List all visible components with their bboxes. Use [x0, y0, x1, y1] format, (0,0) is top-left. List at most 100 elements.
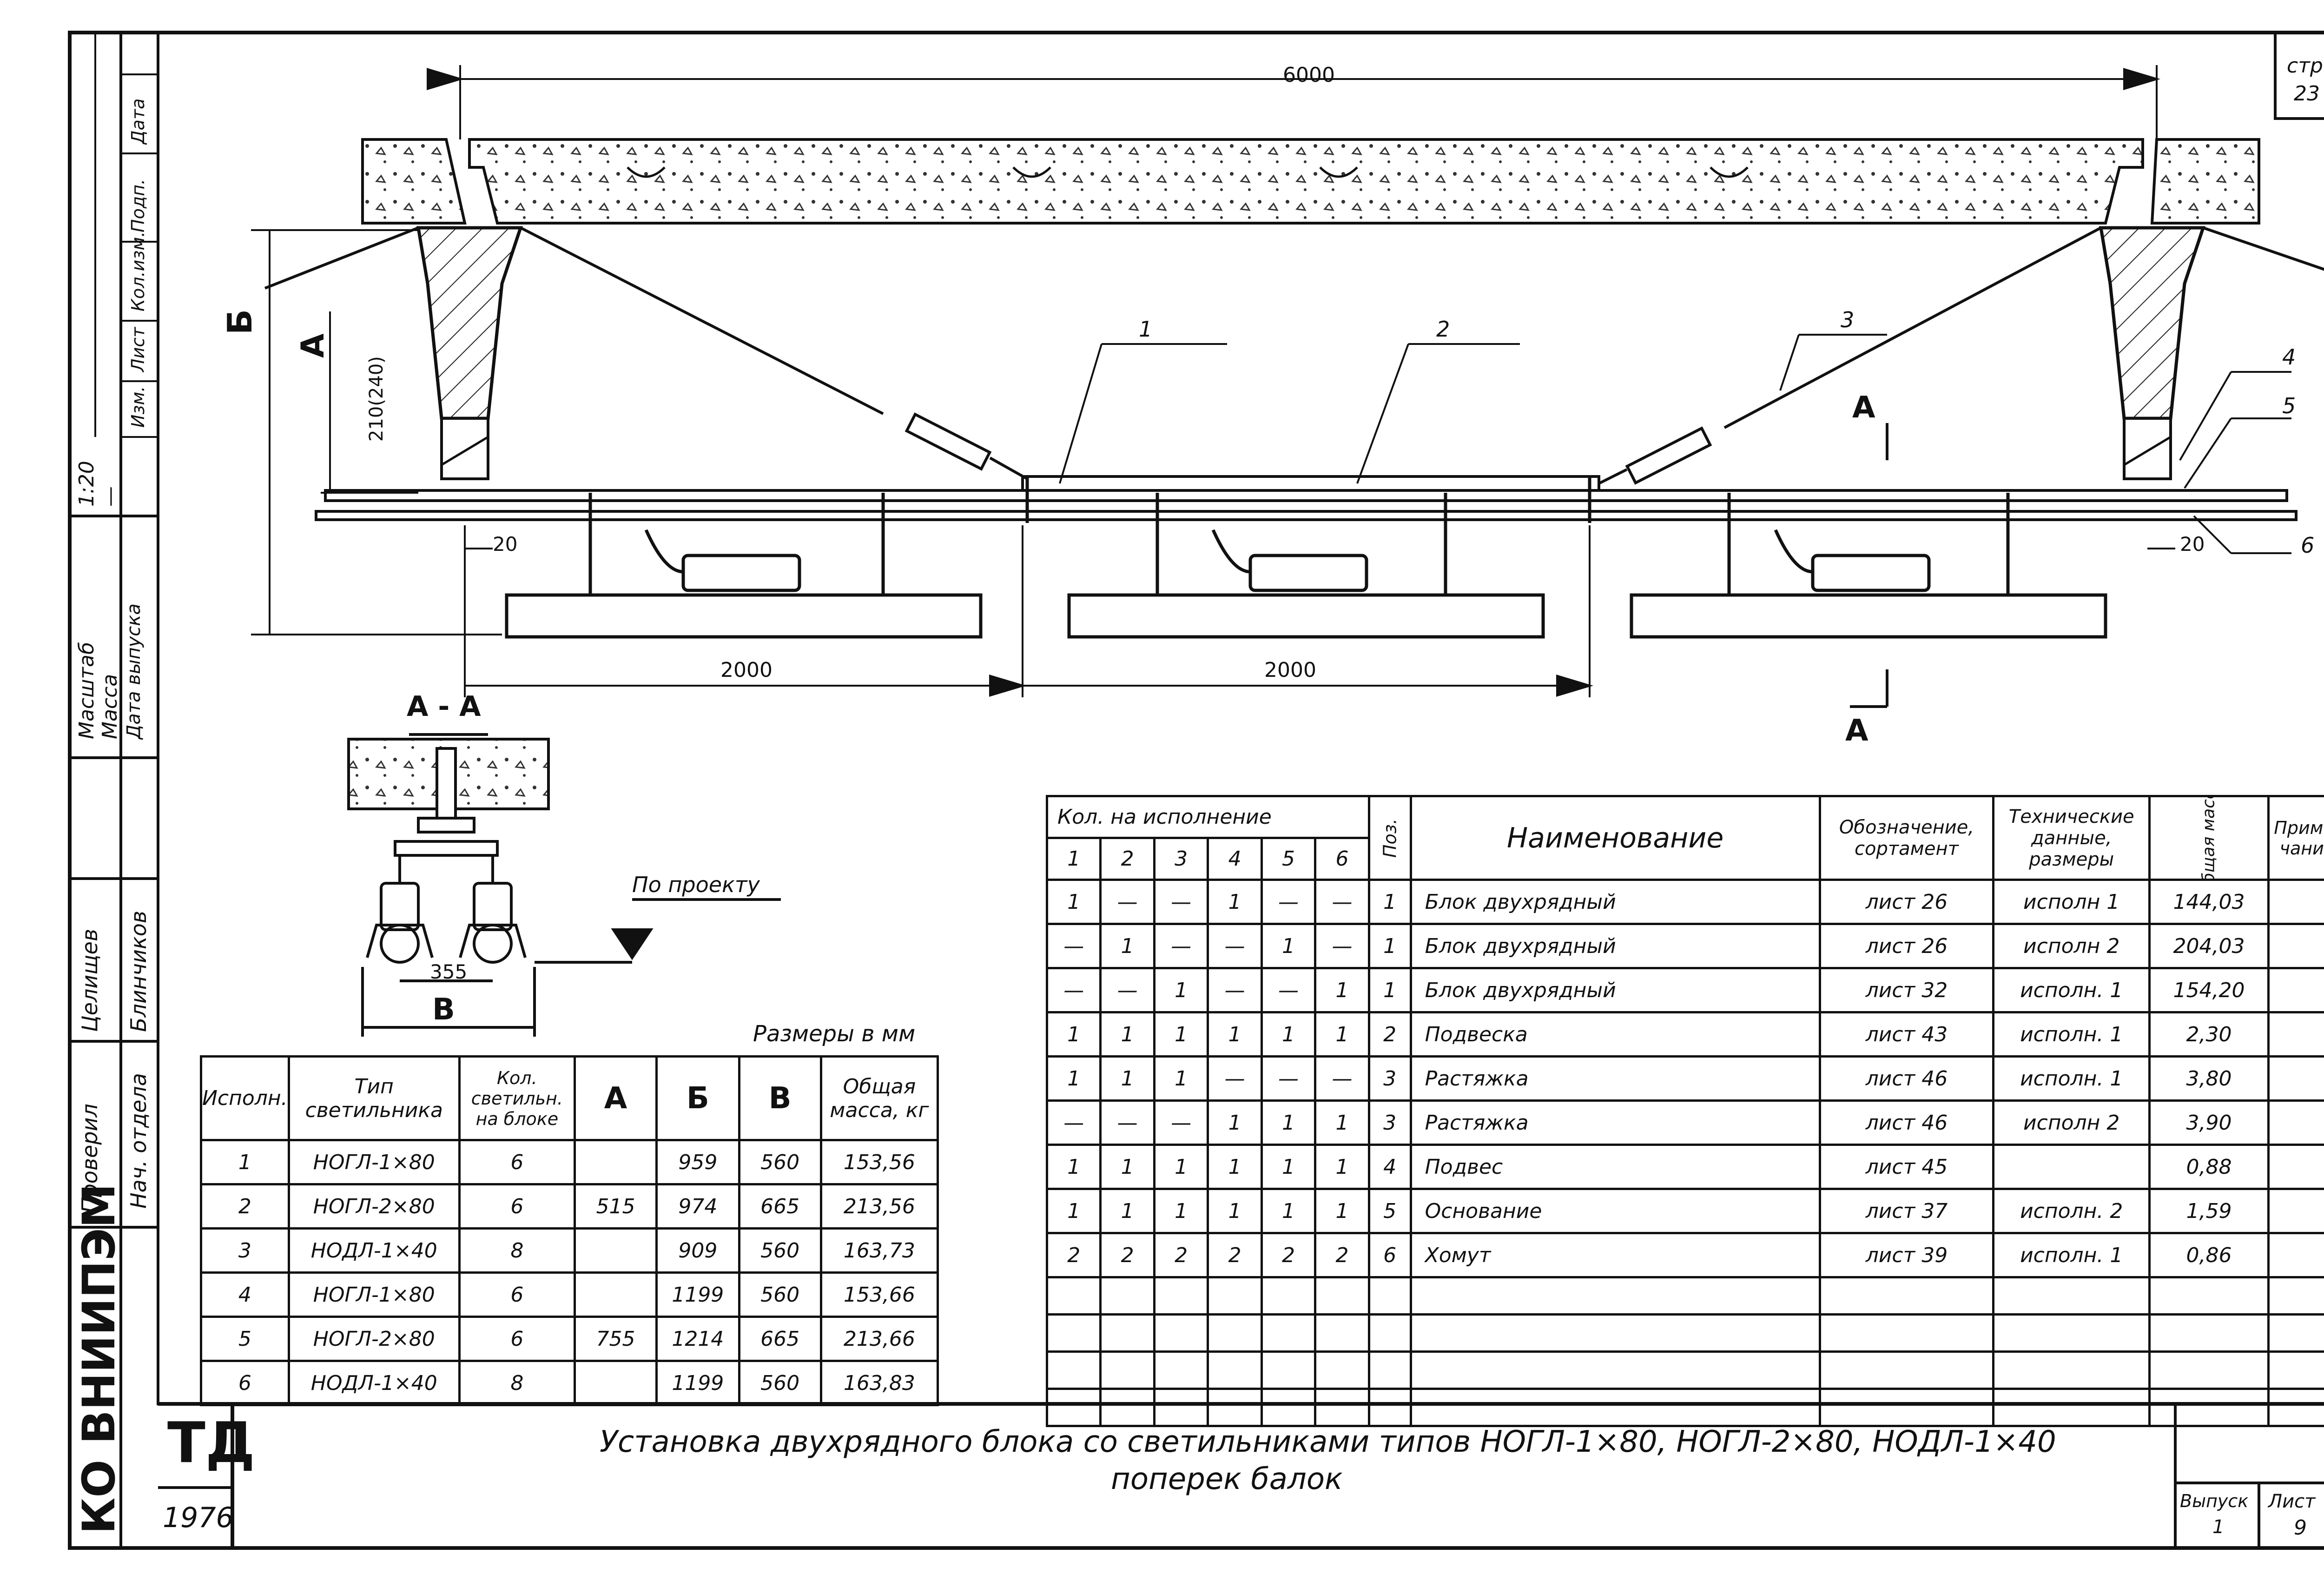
page-label: стр. [2287, 54, 2324, 78]
variant-cell: 6 [458, 1316, 576, 1362]
spec-header-mass: Общая масса [2148, 795, 2270, 881]
spec-blank-cell [1818, 1313, 1995, 1353]
spec-blank-row [1045, 1388, 2324, 1427]
spec-qty-cell: 1 [1099, 1188, 1155, 1234]
spec-qty-col-2: 2 [1099, 837, 1155, 881]
spec-pos-cell: 4 [1367, 1144, 1412, 1190]
spec-mass-cell: 144,03 [2148, 879, 2270, 925]
beam-right [2099, 226, 2205, 480]
spec-blank-cell [1099, 1313, 1155, 1353]
series-code: ТД [167, 1411, 255, 1475]
callout-3: 3 [1841, 307, 1855, 332]
spec-designation-cell: лист 45 [1818, 1144, 1995, 1190]
variant-cell: 665 [738, 1183, 822, 1230]
variant-cell: 560 [738, 1271, 822, 1318]
spec-qty-cell: 2 [1260, 1232, 1317, 1278]
spec-qty-cell: 1 [1314, 1011, 1370, 1058]
section-dimension-355: 355 [430, 960, 468, 983]
spec-blank-cell [1153, 1276, 1209, 1316]
spec-tech-cell [1992, 1144, 2151, 1190]
section-arrow-bottom: А [1845, 714, 1868, 748]
spec-header-pos-text: Поз. [1380, 818, 1400, 858]
variant-cell: НОГЛ-1×80 [287, 1139, 461, 1185]
dimension-2000-left: 2000 [720, 658, 772, 682]
variants-header-mass: Общая масса, кг [819, 1055, 939, 1141]
callout-1: 1 [1139, 317, 1153, 342]
spec-designation-cell: лист 37 [1818, 1188, 1995, 1234]
spec-header-designation: Обозначение, сортамент [1818, 795, 1995, 881]
spec-qty-cell: — [1099, 879, 1155, 925]
spec-qty-cell: 1 [1207, 1144, 1263, 1190]
spec-qty-cell: 1 [1260, 1011, 1317, 1058]
variant-cell: НОДЛ-1×40 [287, 1360, 461, 1406]
spec-pos-cell: 1 [1367, 923, 1412, 969]
dimension-gap-left: 20 [493, 533, 518, 556]
rev-header-sheet: Лист [128, 327, 148, 372]
spec-qty-col-1: 1 [1045, 837, 1102, 881]
variants-header-b: Б [655, 1055, 740, 1141]
variant-cell: 3 [200, 1227, 290, 1274]
spec-qty-cell: 1 [1099, 1011, 1155, 1058]
spec-blank-cell [1260, 1313, 1317, 1353]
page-number: 23 [2294, 82, 2320, 106]
variant-cell: НОДЛ-1×40 [287, 1227, 461, 1274]
spec-blank-cell [1367, 1388, 1412, 1427]
spec-qty-cell: — [1045, 967, 1102, 1013]
spec-blank-cell [1045, 1276, 1102, 1316]
issue-value: 1 [2212, 1516, 2225, 1538]
scale-label: Масштаб [75, 642, 99, 739]
spec-pos-cell: 1 [1367, 967, 1412, 1013]
year: 1976 [163, 1502, 234, 1534]
spec-header-name: Наименование [1409, 795, 1821, 881]
spec-qty-cell: 1 [1314, 967, 1370, 1013]
spec-qty-cell: — [1314, 923, 1370, 969]
variant-cell: 6 [458, 1271, 576, 1318]
specification-table: Кол. на исполнение Поз. Наименование Обо… [1045, 795, 2324, 1427]
scale-value: 1:20 [75, 461, 99, 507]
spec-name-cell: Подвеска [1409, 1011, 1821, 1058]
spec-blank-cell [1367, 1276, 1412, 1316]
spec-blank-cell [1314, 1313, 1370, 1353]
spec-blank-cell [1818, 1276, 1995, 1316]
spec-blank-cell [1045, 1350, 1102, 1390]
spec-designation-cell: лист 43 [1818, 1011, 1995, 1058]
spec-mass-cell: 0,86 [2148, 1232, 2270, 1278]
spec-qty-cell: 1 [1207, 1011, 1263, 1058]
spec-note-cell [2267, 1011, 2324, 1058]
spec-tech-cell: исполн. 1 [1992, 1232, 2151, 1278]
spec-tech-cell: исполн 2 [1992, 1099, 2151, 1146]
variant-cell: 1199 [655, 1360, 740, 1406]
spec-blank-cell [1045, 1313, 1102, 1353]
spec-qty-cell: — [1260, 1055, 1317, 1102]
spec-qty-cell: 1 [1314, 1099, 1370, 1146]
spec-qty-cell: — [1153, 1099, 1209, 1146]
spec-blank-cell [1409, 1313, 1821, 1353]
dimension-6000: 6000 [1283, 63, 1335, 87]
spec-blank-cell [1314, 1350, 1370, 1390]
spec-blank-cell [1409, 1388, 1821, 1427]
variant-cell: 5 [200, 1316, 290, 1362]
variant-cell: НОГЛ-2×80 [287, 1316, 461, 1362]
variant-cell: 153,56 [819, 1139, 939, 1185]
spec-qty-cell: 1 [1099, 1055, 1155, 1102]
spec-blank-cell [1314, 1276, 1370, 1316]
spec-qty-cell: 1 [1045, 1055, 1102, 1102]
spec-blank-cell [2267, 1350, 2324, 1390]
organization-name: КО ВНИИПЭМ [73, 1183, 125, 1534]
spec-blank-cell [1260, 1350, 1317, 1390]
spec-qty-cell: 2 [1207, 1232, 1263, 1278]
spec-tech-cell: исполн 1 [1992, 879, 2151, 925]
spec-qty-cell: 2 [1153, 1232, 1209, 1278]
section-label-v: В [432, 992, 455, 1027]
dept-label: Нач. отдела [126, 1073, 151, 1209]
spec-tech-cell: исполн 2 [1992, 923, 2151, 969]
